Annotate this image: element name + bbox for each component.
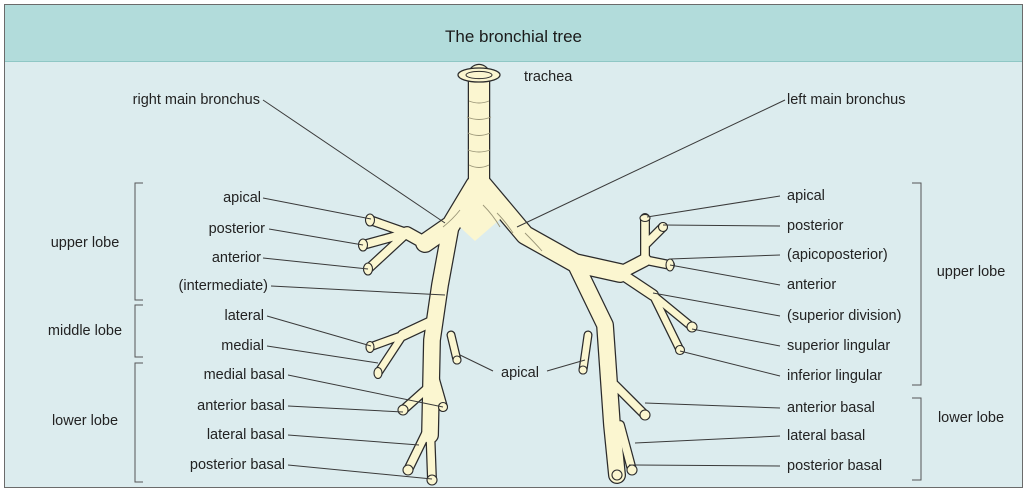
leader-r-posterior <box>269 229 363 245</box>
label-l-inferior-lingular: inferior lingular <box>787 368 882 384</box>
label-trachea: trachea <box>524 69 573 85</box>
leader-r-anterior <box>263 258 368 269</box>
leader-l-superior-lingular <box>692 329 780 346</box>
label-l-lateral-basal: lateral basal <box>787 428 865 444</box>
diagram-frame: The bronchial tree <box>4 4 1023 488</box>
label-l-apicoposterior: (apicoposterior) <box>787 247 888 263</box>
bracket-right-upper-lobe <box>135 183 143 300</box>
leader-l-anterior-basal <box>645 403 780 408</box>
label-l-superior-division: (superior division) <box>787 308 901 324</box>
label-r-apical: apical <box>223 190 261 206</box>
leader-r-apical <box>263 198 371 219</box>
label-l-superior-lingular: superior lingular <box>787 338 890 354</box>
leader-l-apicoposterior <box>670 255 780 259</box>
label-left-main-bronchus: left main bronchus <box>787 92 905 108</box>
label-r-lateral-basal: lateral basal <box>207 427 285 443</box>
label-left-upper-lobe: upper lobe <box>937 264 1006 280</box>
label-r-lateral: lateral <box>225 308 265 324</box>
label-right-middle-lobe: middle lobe <box>48 323 122 339</box>
label-right-upper-lobe: upper lobe <box>51 235 120 251</box>
label-l-anterior-basal: anterior basal <box>787 400 875 416</box>
label-r-intermediate: (intermediate) <box>179 278 268 294</box>
label-left-lower-lobe: lower lobe <box>938 410 1004 426</box>
label-apical-center: apical <box>501 365 539 381</box>
leader-apical-right <box>460 355 493 371</box>
leader-r-anterior-basal <box>288 406 403 412</box>
label-l-anterior: anterior <box>787 277 836 293</box>
leader-l-inferior-lingular <box>680 351 780 376</box>
leader-right-main-bronchus <box>263 100 445 223</box>
label-right-main-bronchus: right main bronchus <box>133 92 260 108</box>
label-l-posterior: posterior <box>787 218 844 234</box>
leader-left-main-bronchus <box>517 100 785 227</box>
label-right-lower-lobe: lower lobe <box>52 413 118 429</box>
label-r-posterior-basal: posterior basal <box>190 457 285 473</box>
bracket-left-lower-lobe <box>912 398 921 480</box>
bracket-right-lower-lobe <box>135 363 143 482</box>
leader-r-intermediate <box>271 286 445 295</box>
label-r-posterior: posterior <box>209 221 266 237</box>
leader-l-anterior <box>670 265 780 285</box>
label-r-medial-basal: medial basal <box>204 367 285 383</box>
bronchial-tree-diagram: trachea right main bronchus left main br… <box>5 5 1023 488</box>
label-l-apical: apical <box>787 188 825 204</box>
leader-l-lateral-basal <box>635 436 780 443</box>
bracket-left-upper-lobe <box>912 183 921 385</box>
bronchial-tree-illustration <box>359 68 698 485</box>
leader-r-lateral-basal <box>288 435 419 445</box>
leader-l-posterior <box>663 225 780 226</box>
leader-r-medial <box>267 346 378 363</box>
bracket-right-middle-lobe <box>135 305 143 357</box>
leader-r-lateral <box>267 316 371 346</box>
leader-l-posterior-basal <box>629 465 780 466</box>
label-r-anterior-basal: anterior basal <box>197 398 285 414</box>
label-l-posterior-basal: posterior basal <box>787 458 882 474</box>
leader-l-apical <box>647 196 780 217</box>
label-r-medial: medial <box>221 338 264 354</box>
label-r-anterior: anterior <box>212 250 261 266</box>
